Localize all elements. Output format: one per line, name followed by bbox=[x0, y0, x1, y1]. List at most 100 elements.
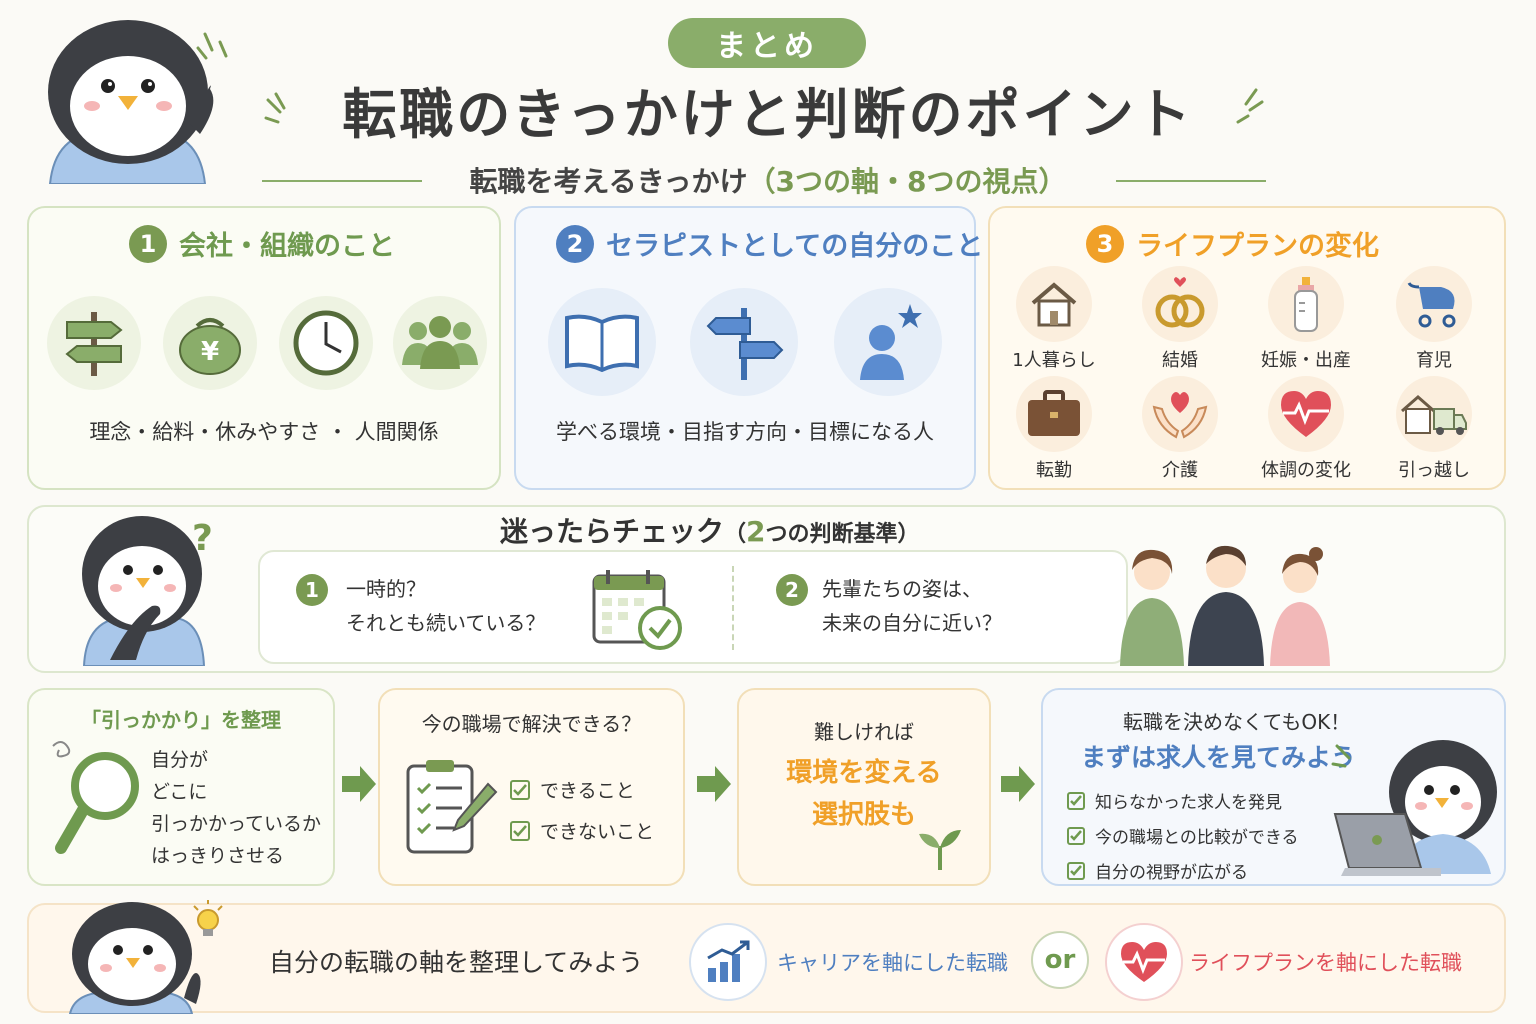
sparkle-left-icon bbox=[262, 92, 298, 136]
subtitle: 転職を考えるきっかけ（3つの軸・8つの視点） bbox=[0, 160, 1536, 200]
criterion-number: 2 bbox=[776, 574, 808, 606]
section-title-lifeplan: 3 ライフプランの変化 bbox=[1086, 224, 1379, 263]
section-company: 1 会社・組織のこと ¥ 理念・給料・休みやすさ ・ 人間関係 bbox=[27, 206, 501, 490]
step-1-line: 自分が bbox=[151, 749, 209, 771]
checklist-item: できること bbox=[510, 776, 654, 803]
section-title-text: ライフプランの変化 bbox=[1136, 231, 1379, 262]
step-3-line3: 選択肢も bbox=[811, 800, 916, 830]
chart-growth-icon bbox=[689, 923, 767, 1001]
clock-icon bbox=[279, 296, 373, 390]
checklist-label: できること bbox=[540, 780, 635, 802]
check-title-main: 迷ったらチェック bbox=[500, 515, 725, 548]
lifeplan-item-transfer: 転勤 bbox=[994, 376, 1114, 482]
open-book-icon bbox=[548, 288, 656, 396]
step-3-line1: 難しければ bbox=[814, 720, 914, 744]
section-caption-company: 理念・給料・休みやすさ ・ 人間関係 bbox=[89, 420, 439, 444]
checkbox-checked-icon bbox=[1067, 791, 1085, 810]
lifeplan-label: 1人暮らし bbox=[1012, 350, 1096, 371]
person-star-icon bbox=[834, 288, 942, 396]
briefcase-icon bbox=[1016, 376, 1092, 452]
penguin-mascot-idea bbox=[64, 898, 224, 1015]
section-number: 3 bbox=[1086, 224, 1124, 263]
lifeplan-item-moving: 引っ越し bbox=[1374, 376, 1494, 482]
footer-or-badge: or bbox=[1031, 931, 1089, 989]
penguin-laptop-illustration bbox=[1331, 734, 1503, 888]
sprout-icon bbox=[915, 826, 965, 874]
step-1-line: どこに bbox=[151, 781, 208, 803]
lifeplan-label: 育児 bbox=[1416, 350, 1452, 371]
criterion-1-text: 一時的？ それとも続いている？ bbox=[346, 572, 545, 640]
section-number: 2 bbox=[556, 224, 594, 263]
subtitle-line-right bbox=[1116, 180, 1266, 182]
benefit-label: 知らなかった求人を発見 bbox=[1095, 793, 1282, 813]
check-title: 迷ったらチェック（2つの判断基準） bbox=[500, 510, 920, 550]
benefit-label: 今の職場との比較ができる bbox=[1095, 828, 1299, 848]
footer-text: 自分の転職の軸を整理してみよう bbox=[269, 948, 644, 977]
house-icon bbox=[1016, 266, 1092, 342]
section-lifeplan: 3 ライフプランの変化 1人暮らし 結婚 妊娠・出産 育児 転勤 介護 体調の変… bbox=[988, 206, 1506, 490]
step-4-benefits: 知らなかった求人を発見 今の職場との比較ができる 自分の視野が広がる bbox=[1067, 788, 1299, 883]
checkbox-checked-icon bbox=[510, 820, 530, 841]
lifeplan-label: 妊娠・出産 bbox=[1261, 350, 1351, 371]
step-4-headline: まずは求人を見てみよう bbox=[1081, 743, 1357, 772]
benefit-label: 自分の視野が広がる bbox=[1095, 863, 1248, 883]
lifeplan-label: 体調の変化 bbox=[1261, 460, 1351, 481]
step-1-line: はっきりさせる bbox=[151, 845, 285, 867]
criteria-divider bbox=[732, 566, 734, 650]
step-4-title: 転職を決めなくてもOK！ bbox=[1123, 710, 1351, 734]
sparkle-right-icon bbox=[1226, 86, 1266, 130]
section-caption-therapist: 学べる環境・目指す方向・目標になる人 bbox=[556, 420, 934, 444]
section-therapist: 2 セラピストとしての自分のこと 学べる環境・目指す方向・目標になる人 bbox=[514, 206, 983, 490]
people-group-icon bbox=[393, 296, 487, 390]
checkbox-checked-icon bbox=[1067, 826, 1085, 845]
benefit-item: 今の職場との比較ができる bbox=[1067, 823, 1299, 848]
section-title-therapist: 2 セラピストとしての自分のこと bbox=[556, 224, 983, 263]
checkbox-checked-icon bbox=[1067, 861, 1085, 880]
house-truck-icon bbox=[1396, 376, 1472, 452]
criterion-1-line1: 一時的？ bbox=[346, 577, 426, 601]
penguin-mascot-thinking: ? bbox=[80, 510, 220, 667]
check-title-paren-open: （ bbox=[724, 522, 747, 547]
wedding-rings-icon bbox=[1142, 266, 1218, 342]
criterion-2-line1: 先輩たちの姿は、 bbox=[822, 577, 982, 601]
lifeplan-label: 引っ越し bbox=[1398, 460, 1470, 481]
subtitle-main: 転職を考えるきっかけ bbox=[469, 165, 748, 198]
signpost-icon bbox=[47, 296, 141, 390]
lifeplan-label: 転勤 bbox=[1036, 460, 1072, 481]
arrow-right-icon bbox=[697, 766, 731, 802]
lifeplan-item-nursing-care: 介護 bbox=[1120, 376, 1240, 482]
benefit-item: 自分の視野が広がる bbox=[1067, 858, 1299, 883]
footer-option-career: キャリアを軸にした転職 bbox=[777, 951, 1008, 975]
checklist-item: できないこと bbox=[510, 817, 654, 844]
step-identify-issue: 「引っかかり」を整理 自分が どこに 引っかかっているか はっきりさせる bbox=[27, 688, 335, 886]
subtitle-line-left bbox=[262, 180, 422, 182]
step-view-job-listings: 転職を決めなくてもOK！ まずは求人を見てみよう 知らなかった求人を発見 今の職… bbox=[1041, 688, 1506, 886]
criterion-2-line2: 未来の自分に近い？ bbox=[822, 611, 1002, 635]
wallet-yen-icon: ¥ bbox=[163, 296, 257, 390]
section-title-text: 会社・組織のこと bbox=[179, 231, 395, 262]
arrow-right-icon bbox=[1001, 766, 1035, 802]
heart-pulse-icon bbox=[1105, 923, 1183, 1001]
lifeplan-item-childcare: 育児 bbox=[1374, 266, 1494, 372]
step-1-line: 引っかかっているか bbox=[151, 813, 322, 835]
lifeplan-item-health-change: 体調の変化 bbox=[1246, 376, 1366, 482]
page-title: 転職のきっかけと判断のポイント bbox=[342, 83, 1194, 146]
direction-sign-icon bbox=[690, 288, 798, 396]
check-title-paren-rest: つの判断基準） bbox=[765, 522, 920, 547]
penguin-mascot-waving bbox=[40, 14, 230, 185]
section-title-company: 1 会社・組織のこと bbox=[129, 224, 395, 263]
heartbeat-icon bbox=[1268, 376, 1344, 452]
checklist-label: できないこと bbox=[540, 821, 655, 843]
benefit-item: 知らなかった求人を発見 bbox=[1067, 788, 1299, 813]
section-number: 1 bbox=[129, 224, 167, 263]
criterion-1-line2: それとも続いている？ bbox=[346, 611, 546, 635]
step-solve-at-work: 今の職場で解決できる？ できること できないこと bbox=[378, 688, 685, 886]
section-title-text: セラピストとしての自分のこと bbox=[606, 231, 984, 262]
subtitle-paren: （3つの軸・8つの視点） bbox=[747, 165, 1067, 198]
lifeplan-item-pregnancy: 妊娠・出産 bbox=[1246, 266, 1366, 372]
step-1-text: 自分が どこに 引っかかっているか はっきりさせる bbox=[151, 744, 321, 872]
svg-text:¥: ¥ bbox=[201, 337, 219, 367]
footer-option-lifeplan: ライフプランを軸にした転職 bbox=[1189, 951, 1462, 975]
criterion-2-text: 先輩たちの姿は、 未来の自分に近い？ bbox=[822, 572, 1002, 640]
step-change-environment: 難しければ 環境を変える 選択肢も bbox=[737, 688, 991, 886]
